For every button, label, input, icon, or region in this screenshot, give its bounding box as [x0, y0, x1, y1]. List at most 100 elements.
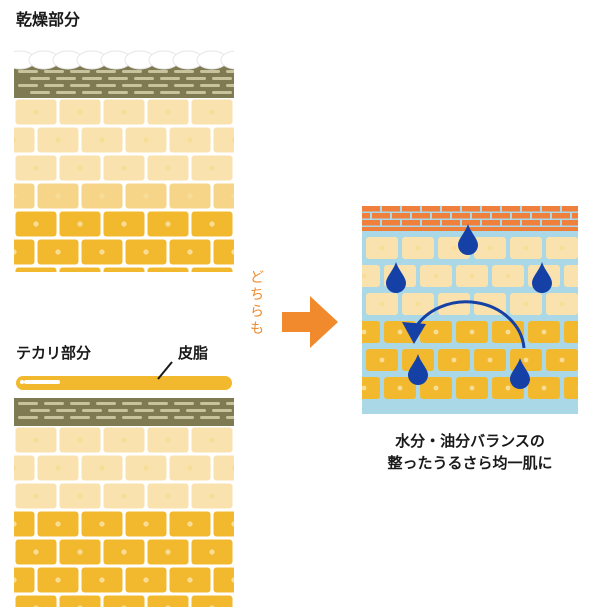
skin-cell	[15, 595, 57, 607]
cell-nucleus	[77, 549, 83, 555]
skin-cell	[390, 512, 431, 537]
skin-cell	[434, 128, 475, 153]
cell-nucleus	[121, 109, 127, 115]
sebum-highlight	[24, 380, 60, 384]
horny-flake	[226, 402, 234, 405]
cell-nucleus	[33, 437, 39, 443]
horny-flake	[160, 91, 180, 94]
horny-flakes	[18, 402, 234, 419]
cell-nucleus	[362, 385, 367, 391]
cell-nucleus	[433, 273, 439, 279]
brick	[392, 213, 410, 219]
skin-cell	[280, 156, 321, 181]
cell-nucleus	[231, 465, 234, 471]
cell-nucleus	[165, 165, 171, 171]
cell-nucleus	[451, 193, 456, 198]
cell-nucleus	[577, 274, 578, 278]
cell-nucleus	[363, 521, 368, 526]
cell-nucleus	[495, 521, 500, 526]
cell-nucleus	[297, 549, 302, 554]
cell-nucleus	[415, 245, 421, 251]
skin-cell	[213, 567, 234, 593]
cell-nucleus	[517, 549, 522, 554]
brick	[562, 206, 578, 212]
brick	[562, 220, 578, 226]
skin-cell	[362, 321, 380, 343]
brick	[582, 206, 590, 212]
skin-cell	[324, 484, 365, 509]
cell-nucleus	[165, 221, 171, 227]
brick	[472, 213, 490, 219]
skin-cell	[390, 184, 431, 209]
skin-cell	[412, 596, 453, 607]
horny-flake	[108, 91, 128, 94]
brick	[432, 213, 450, 219]
skin-cell	[258, 512, 299, 537]
cell-nucleus	[517, 165, 522, 170]
cell-nucleus	[275, 465, 280, 470]
cell-nucleus	[77, 493, 83, 499]
horny-flake	[148, 402, 168, 405]
cell-nucleus	[415, 301, 421, 307]
skin-cell	[330, 293, 362, 315]
horny-flake	[148, 70, 168, 73]
skin-cell	[412, 484, 453, 509]
skin-cell	[362, 265, 380, 287]
cell-nucleus	[363, 193, 368, 198]
cell-nucleus	[319, 521, 324, 526]
skin-cell	[14, 183, 35, 209]
cell-nucleus	[523, 301, 529, 307]
cell-nucleus	[253, 109, 258, 114]
skin-cell	[213, 511, 234, 537]
cell-nucleus	[165, 277, 170, 282]
water-droplets	[386, 224, 552, 389]
cell-nucleus	[341, 549, 346, 554]
cell-nucleus	[429, 109, 434, 114]
cell-nucleus	[121, 437, 127, 443]
cell-nucleus	[231, 249, 234, 255]
cell-nucleus	[559, 301, 565, 307]
cell-nucleus	[362, 273, 367, 279]
horny-flake	[70, 416, 90, 419]
skin-cell	[456, 540, 497, 565]
skin-cell	[258, 184, 299, 209]
brick	[382, 206, 400, 212]
cell-nucleus	[143, 193, 149, 199]
cell-nucleus	[429, 493, 434, 498]
skin-cell	[103, 595, 145, 607]
horny-flake	[108, 409, 128, 412]
cell-nucleus	[99, 193, 105, 199]
skin-cell	[213, 183, 234, 209]
skin-cell	[302, 184, 343, 209]
cell-nucleus	[143, 137, 149, 143]
skin-cell	[412, 540, 453, 565]
cell-nucleus	[577, 386, 578, 390]
cell-nucleus	[319, 249, 324, 254]
cell-nucleus	[14, 249, 17, 255]
horny-flake	[264, 91, 284, 94]
skin-cell	[368, 156, 409, 181]
skin-cell	[330, 349, 362, 371]
cell-nucleus	[469, 273, 475, 279]
cell-nucleus	[379, 301, 385, 307]
skin-cell	[582, 293, 590, 315]
cell-nucleus	[473, 109, 478, 114]
skin-cell	[258, 568, 299, 593]
brick	[492, 213, 510, 219]
horny-flake	[238, 77, 258, 80]
brick	[542, 206, 560, 212]
cell-nucleus	[495, 577, 500, 582]
cell-nucleus	[55, 465, 61, 471]
dry-scales	[14, 50, 234, 70]
skin-cell	[258, 240, 299, 265]
horny-flake	[70, 70, 90, 73]
skin-cell-layers	[14, 427, 522, 607]
skin-cell	[280, 100, 321, 125]
cell-nucleus	[523, 357, 529, 363]
cell-nucleus	[297, 109, 302, 114]
horny-flake	[264, 77, 284, 80]
cell-nucleus	[341, 165, 346, 170]
horny-flake	[18, 70, 38, 73]
cell-nucleus	[143, 521, 149, 527]
skin-cell	[59, 595, 101, 607]
